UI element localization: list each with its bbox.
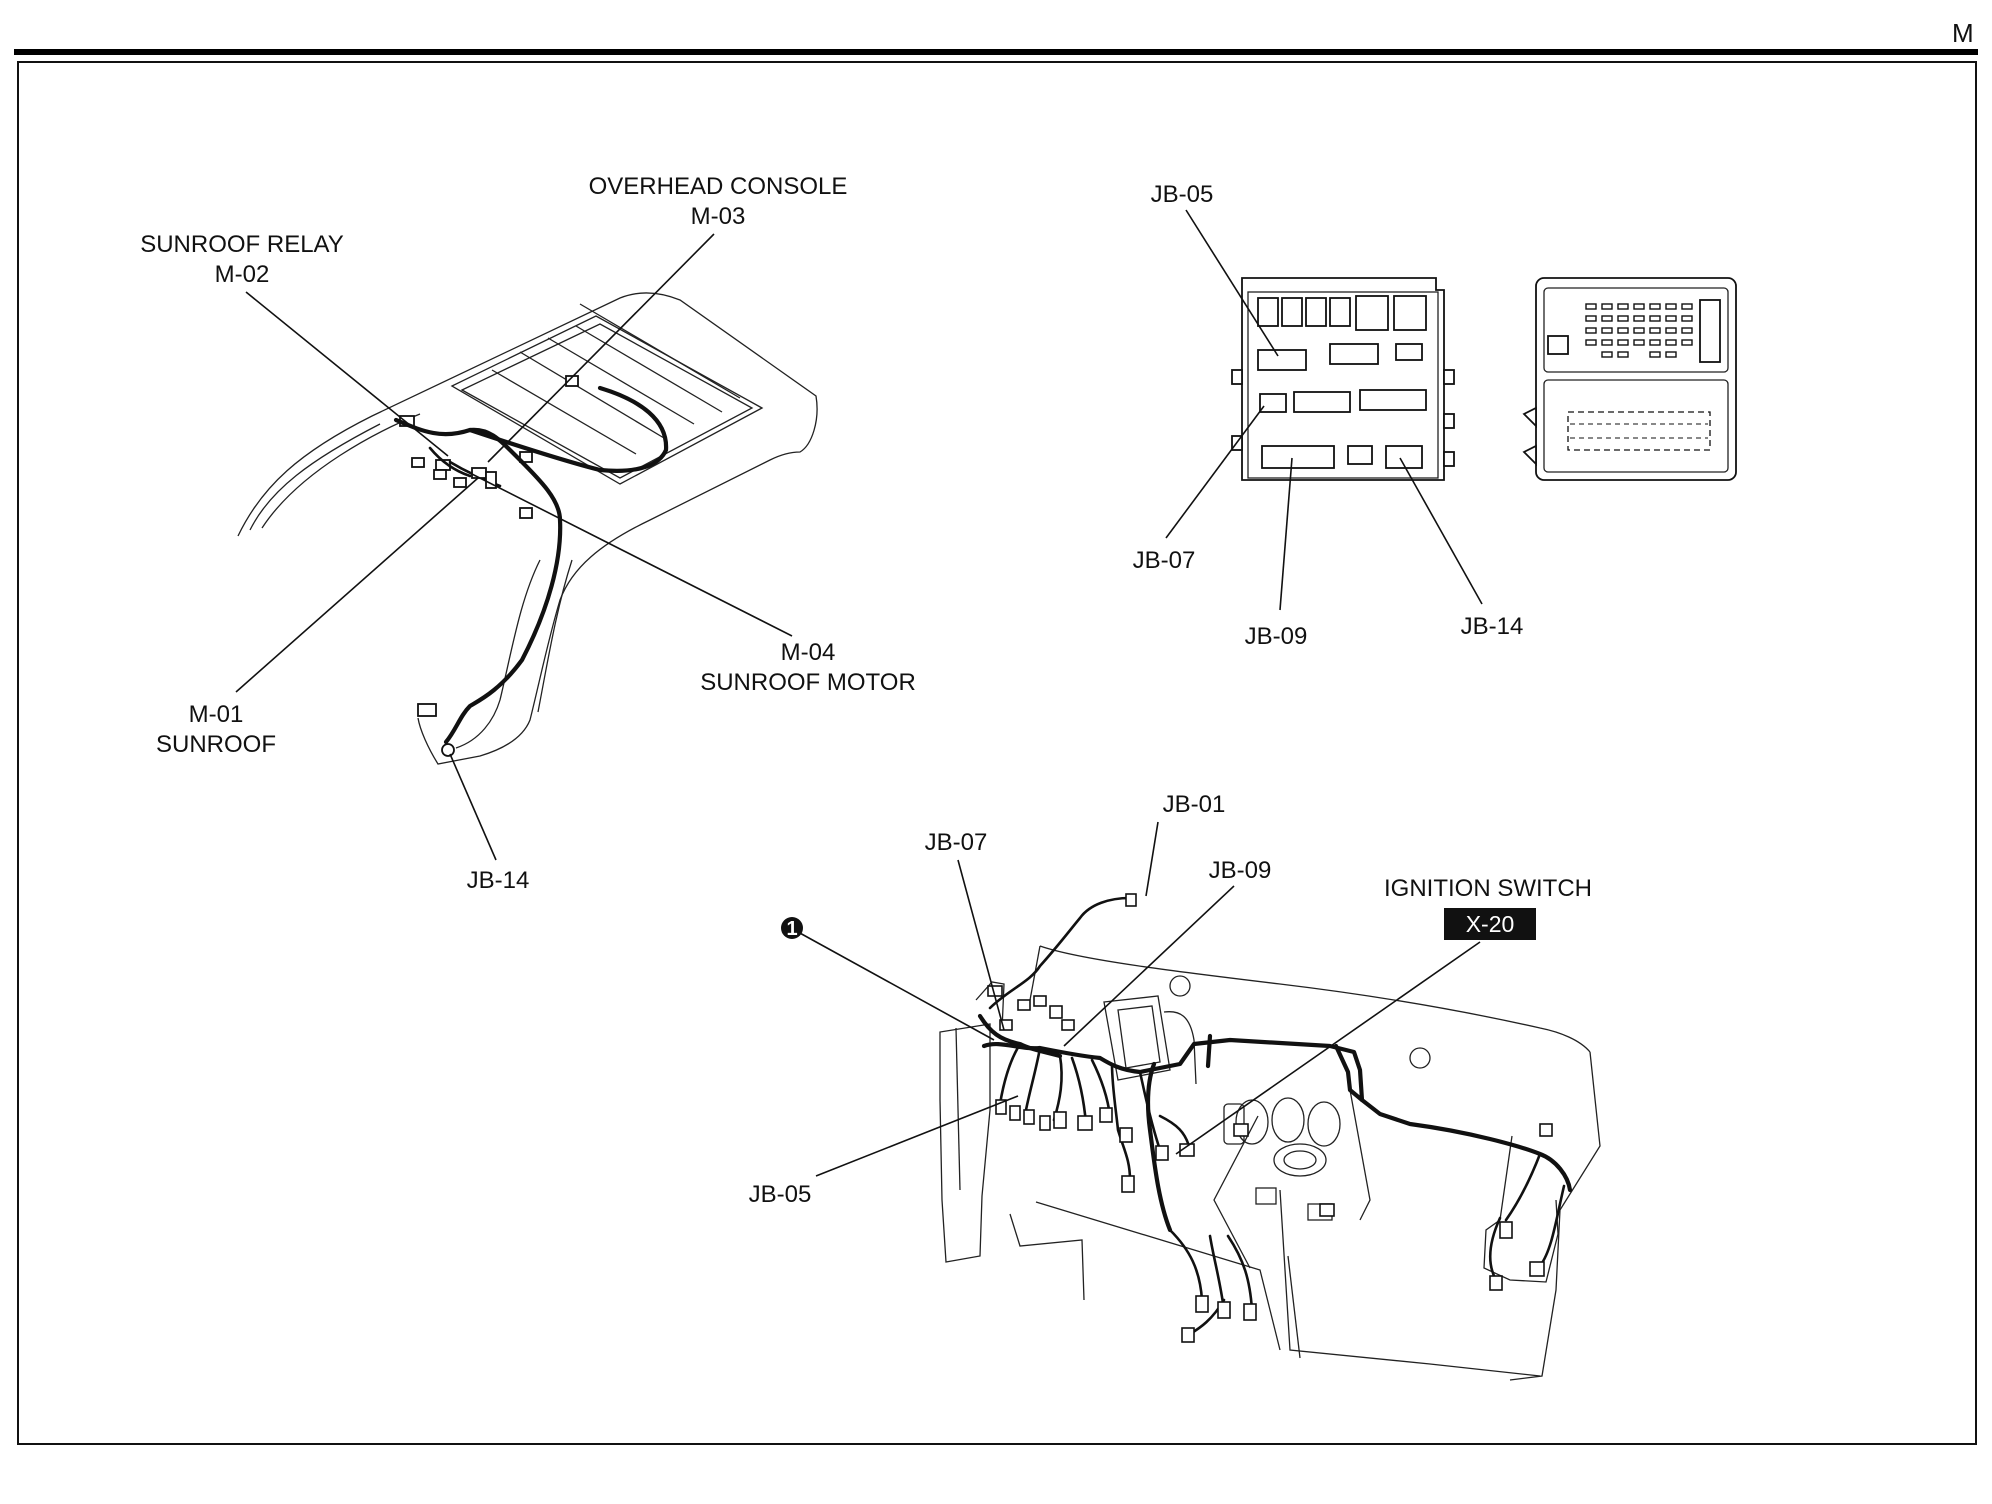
dash-jb09-label: JB-09 [1209, 857, 1272, 884]
instrument-panel-drawing [939, 893, 1601, 1381]
dash-jb01-label: JB-01 [1163, 791, 1226, 818]
callout-marker-1 [781, 917, 803, 939]
sunroof-motor-code: M-04 [781, 639, 836, 666]
callout-marker-1-number: 1 [786, 918, 797, 940]
dash-jb07-label: JB-07 [925, 829, 988, 856]
jb-jb09-label: JB-09 [1245, 623, 1308, 650]
junction-box-front [1231, 277, 1455, 481]
jb-jb05-label: JB-05 [1151, 181, 1214, 208]
roof-assembly-drawing [237, 292, 818, 765]
overhead-console-label: OVERHEAD CONSOLE [589, 173, 848, 200]
sunroof-relay-label: SUNROOF RELAY [140, 231, 344, 258]
section-letter: M [1952, 18, 1974, 48]
jb-jb07-label: JB-07 [1133, 547, 1196, 574]
ignition-switch-code-badge [1444, 908, 1536, 940]
sunroof-motor-label: SUNROOF MOTOR [700, 669, 916, 696]
junction-box-rear [1522, 277, 1737, 481]
sunroof-code: M-01 [189, 701, 244, 728]
roof-jb14-label: JB-14 [467, 867, 530, 894]
sunroof-label: SUNROOF [156, 731, 276, 758]
ignition-switch-code: X-20 [1466, 911, 1515, 937]
overhead-console-code: M-03 [691, 203, 746, 230]
jb-jb14-label: JB-14 [1461, 613, 1524, 640]
dash-jb05-label: JB-05 [749, 1181, 812, 1208]
sunroof-relay-code: M-02 [215, 261, 270, 288]
ignition-switch-label: IGNITION SWITCH [1384, 875, 1592, 902]
page-frame [17, 61, 1977, 1445]
